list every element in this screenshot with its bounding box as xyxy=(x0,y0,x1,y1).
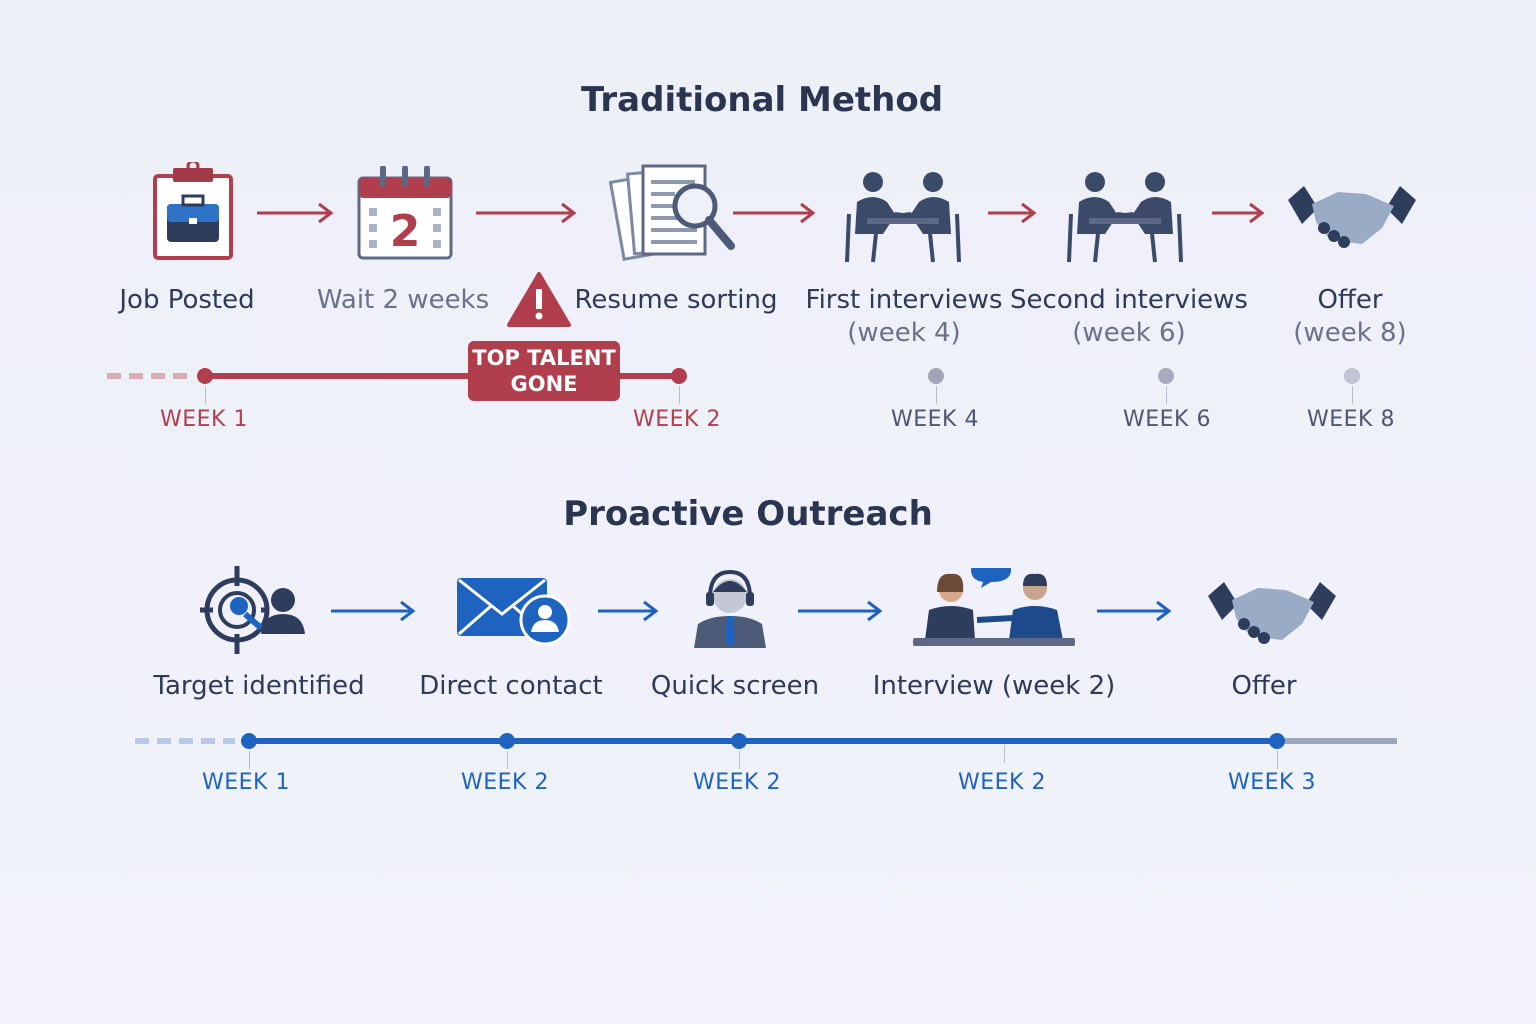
traditional-timeline xyxy=(107,373,1420,379)
interview-icon xyxy=(1067,170,1183,264)
week-label: WEEK 8 xyxy=(1307,407,1395,432)
calendar-number: 2 xyxy=(390,206,421,257)
tick xyxy=(205,386,206,404)
week-label: WEEK 4 xyxy=(891,407,979,432)
step-label: Second interviews(week 6) xyxy=(1010,284,1248,350)
step-sub: (week 6) xyxy=(1072,318,1186,348)
arrow-icon xyxy=(476,202,577,224)
week-label: WEEK 1 xyxy=(160,407,248,432)
tick xyxy=(249,751,250,769)
interview-icon xyxy=(845,170,961,264)
week-label: WEEK 2 xyxy=(693,770,781,795)
calendar-icon: 2 xyxy=(357,166,453,260)
week-label: WEEK 3 xyxy=(1228,770,1316,795)
timeline-dot xyxy=(1344,368,1360,384)
step-label: Interview (week 2) xyxy=(872,671,1116,701)
target-person-icon xyxy=(200,566,305,654)
timeline-dot xyxy=(241,733,257,749)
handshake-icon xyxy=(1288,186,1416,248)
arrow-icon xyxy=(257,202,334,224)
step-label: First interviews(week 4) xyxy=(806,284,1003,350)
timeline-dot xyxy=(197,368,213,384)
arrow-icon xyxy=(798,600,883,622)
interview-chat-icon xyxy=(913,568,1075,646)
arrow-icon xyxy=(733,202,816,224)
tick xyxy=(679,386,680,404)
tick xyxy=(739,751,740,769)
step-label: Quick screen xyxy=(650,671,820,701)
clipboard-briefcase-icon xyxy=(153,162,233,260)
timeline-dot xyxy=(731,733,747,749)
step-title: Second interviews xyxy=(1010,285,1248,315)
proactive-timeline xyxy=(135,738,1397,744)
step-title: First interviews xyxy=(805,285,1003,315)
tick xyxy=(1166,386,1167,404)
tick xyxy=(936,386,937,404)
week-label: WEEK 2 xyxy=(633,407,721,432)
timeline-dot xyxy=(499,733,515,749)
timeline-dot xyxy=(671,368,687,384)
resume-search-icon xyxy=(608,164,735,261)
timeline-dot xyxy=(928,368,944,384)
week-label: WEEK 2 xyxy=(958,770,1046,795)
step-label: Job Posted xyxy=(119,285,255,315)
tick xyxy=(507,751,508,769)
mail-contact-icon xyxy=(457,578,571,646)
week-label: WEEK 2 xyxy=(461,770,549,795)
headset-icon xyxy=(694,569,766,648)
arrow-icon xyxy=(1212,202,1265,224)
arrow-icon xyxy=(988,202,1037,224)
handshake-icon xyxy=(1208,582,1336,644)
tick xyxy=(1004,745,1005,763)
arrow-icon xyxy=(331,600,416,622)
arrow-icon xyxy=(598,600,659,622)
step-label: Wait 2 weeks xyxy=(316,285,490,315)
week-label: WEEK 6 xyxy=(1123,407,1211,432)
proactive-title: Proactive Outreach xyxy=(563,494,933,534)
tick xyxy=(1277,751,1278,769)
step-title: Offer xyxy=(1317,285,1383,315)
step-sub: (week 8) xyxy=(1293,318,1407,348)
traditional-title: Traditional Method xyxy=(580,80,944,120)
step-label: Target identified xyxy=(153,671,365,701)
week-label: WEEK 1 xyxy=(202,770,290,795)
step-label: Offer(week 8) xyxy=(1293,284,1406,350)
arrow-icon xyxy=(1097,600,1172,622)
warning-icon xyxy=(507,272,571,327)
timeline-dot xyxy=(1269,733,1285,749)
tick xyxy=(1352,386,1353,404)
step-label: Resume sorting xyxy=(574,285,778,315)
step-label: Direct contact xyxy=(419,671,603,701)
step-label: Offer xyxy=(1231,671,1297,701)
step-sub: (week 4) xyxy=(847,318,961,348)
timeline-dot xyxy=(1158,368,1174,384)
